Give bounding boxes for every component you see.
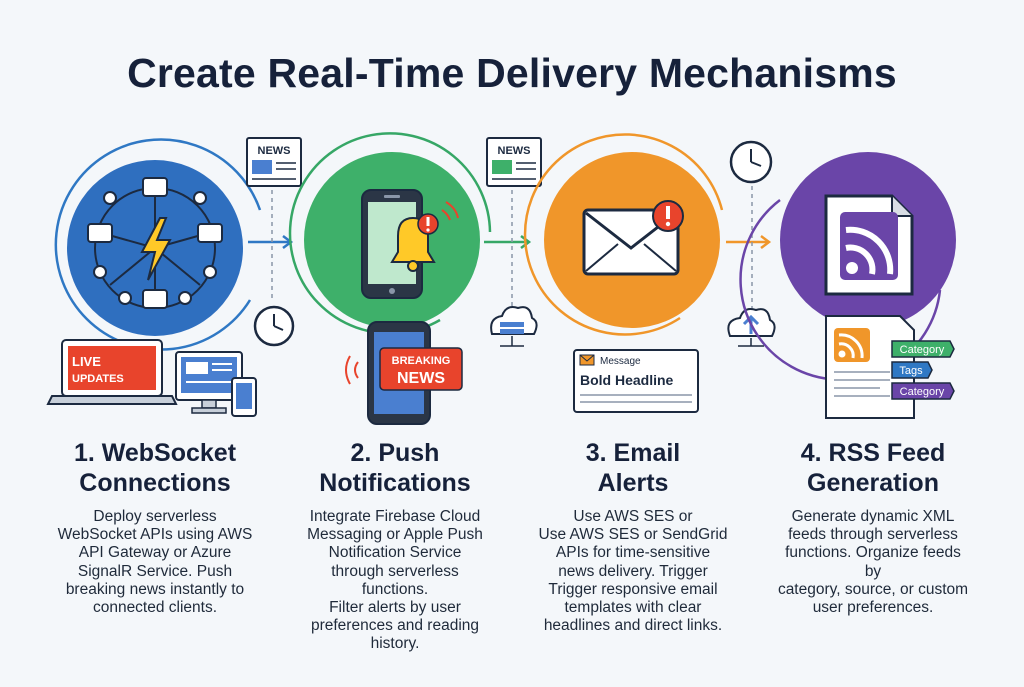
- ring-1: [54, 138, 262, 351]
- step-3-title: 3. Email Alerts: [585, 439, 681, 497]
- lightning-icon: [140, 217, 172, 281]
- step-4-description: Generate dynamic XML feeds through serve…: [777, 508, 969, 617]
- newspaper-icon: NEWS: [486, 137, 542, 187]
- step-4-title: 4. RSS Feed Generation: [800, 439, 946, 497]
- tag-category-2: Category: [891, 382, 955, 400]
- connector-arrow-2: [484, 235, 532, 249]
- updates-label: UPDATES: [72, 373, 124, 385]
- step-4-column: 4. RSS Feed Generation Generate dynamic …: [758, 438, 988, 617]
- breaking-news-label: NEWS: [397, 370, 445, 387]
- step-3-description: Use AWS SES or Use AWS SES or SendGrid A…: [538, 508, 728, 635]
- laptop-icon: LIVE UPDATES: [46, 339, 178, 405]
- page-title: Create Real-Time Delivery Mechanisms: [127, 50, 897, 96]
- step-2-column: 2. Push Notifications Integrate Firebase…: [280, 438, 510, 654]
- tag-category-1: Category: [891, 340, 955, 358]
- ring-2: [288, 132, 492, 335]
- step-1-column: 1. WebSocket Connections Deploy serverle…: [40, 438, 270, 617]
- tag-tags-label: Tags: [899, 365, 923, 377]
- step-1-title: 1. WebSocket Connections: [73, 439, 237, 497]
- connector-arrow-1: [248, 235, 294, 249]
- live-label: LIVE: [72, 354, 101, 369]
- news-badge-1: NEWS: [258, 145, 291, 157]
- alert-icon: [652, 200, 684, 232]
- tag-category-2-label: Category: [900, 386, 945, 398]
- ring-3: [523, 133, 724, 336]
- clock-icon: [729, 140, 773, 184]
- smartphone-icon: BREAKING NEWS: [367, 321, 463, 425]
- step-3-column: 3. Email Alerts Use AWS SES or Use AWS S…: [518, 438, 748, 635]
- step-2-title: 2. Push Notifications: [319, 439, 471, 497]
- breaking-label: BREAKING: [392, 355, 451, 367]
- tablet-icon: [231, 377, 257, 417]
- tag-category-1-label: Category: [900, 344, 945, 356]
- rss-icon: [840, 212, 898, 280]
- newspaper-icon: NEWS: [246, 137, 302, 187]
- clock-icon: [253, 305, 295, 347]
- ring-lines-icon: [345, 355, 359, 385]
- tag-tags: Tags: [891, 361, 933, 379]
- news-badge-2: NEWS: [498, 145, 531, 157]
- message-label: Message: [600, 356, 641, 367]
- websocket-network-icon: [87, 177, 223, 309]
- step-2-description: Integrate Firebase Cloud Messaging or Ap…: [307, 508, 483, 653]
- alert-icon: [417, 213, 439, 235]
- message-card: Message Bold Headline: [573, 349, 699, 413]
- monitor-icon: [175, 351, 243, 414]
- cloud-server-icon: [490, 306, 538, 347]
- step-1-description: Deploy serverless WebSocket APIs using A…: [57, 508, 253, 617]
- ring-lines-icon: [441, 201, 459, 221]
- bold-headline-label: Bold Headline: [580, 372, 674, 388]
